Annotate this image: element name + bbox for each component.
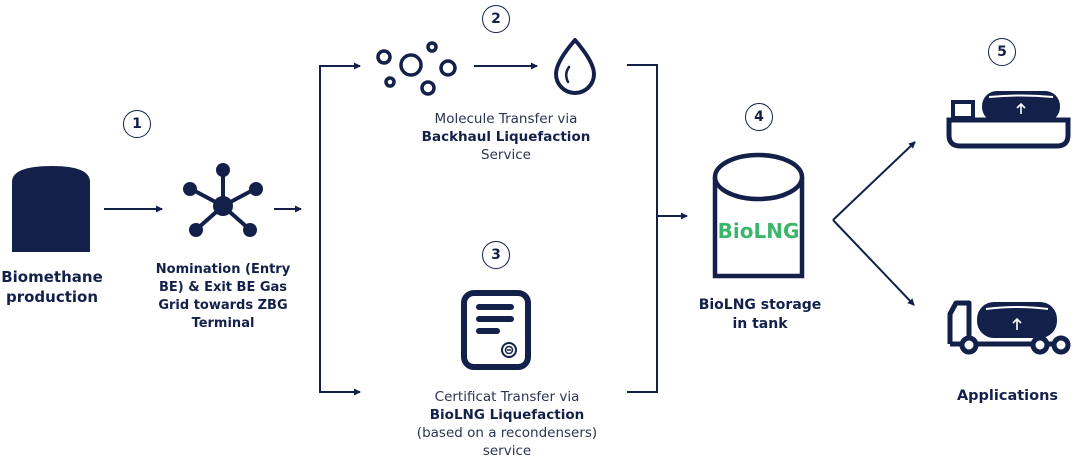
nomination-label-line2: BE) & Exit BE Gas bbox=[158, 280, 288, 295]
biomethane-label: Biomethane production bbox=[0, 267, 104, 307]
network-hub-icon bbox=[183, 163, 263, 237]
tank-icon bbox=[712, 152, 805, 279]
storage-label-line2: in tank bbox=[732, 316, 788, 332]
molecule-transfer-label: Molecule Transfer via Backhaul Liquefact… bbox=[392, 110, 620, 164]
arrow-tank-to-truck bbox=[832, 219, 915, 306]
molecule-label-line1: Molecule Transfer via bbox=[434, 111, 578, 127]
arrow-tank-to-ship bbox=[832, 141, 916, 221]
certificate-icon bbox=[461, 290, 531, 370]
storage-label: BioLNG storage in tank bbox=[690, 296, 830, 334]
merge-bracket-right bbox=[627, 64, 658, 393]
certificate-transfer-label: Certificat Transfer via BioLNG Liquefact… bbox=[382, 388, 632, 460]
truck-icon bbox=[947, 300, 1071, 355]
biomethane-label-line1: Biomethane bbox=[1, 268, 103, 286]
nomination-label-line4: Terminal bbox=[191, 316, 255, 331]
nomination-label-line1: Nomination (Entry bbox=[155, 262, 291, 277]
nomination-label-line3: Grid towards ZBG bbox=[158, 298, 288, 313]
step-badge-4: 4 bbox=[745, 103, 773, 131]
molecule-label-line2: Backhaul Liquefaction bbox=[421, 129, 591, 145]
certificate-label-line3: (based on a recondensers) bbox=[416, 425, 598, 441]
applications-label: Applications bbox=[956, 388, 1059, 404]
ship-icon bbox=[946, 91, 1071, 149]
molecule-label-line3: Service bbox=[481, 147, 531, 163]
certificate-label-line4: service bbox=[482, 443, 532, 459]
certificate-label-line1: Certificat Transfer via bbox=[434, 389, 580, 405]
split-bracket-left bbox=[319, 65, 360, 393]
step-badge-2: 2 bbox=[482, 5, 510, 33]
certificate-label-line2: BioLNG Liquefaction bbox=[429, 407, 585, 423]
tank-biolng-text: BioLNG bbox=[717, 219, 800, 243]
step-badge-3: 3 bbox=[482, 241, 510, 269]
silo-icon bbox=[12, 166, 90, 252]
molecules-icon bbox=[376, 41, 457, 96]
droplet-icon bbox=[554, 38, 596, 95]
nomination-label: Nomination (Entry BE) & Exit BE Gas Grid… bbox=[148, 261, 298, 333]
storage-label-line1: BioLNG storage bbox=[698, 297, 822, 313]
biomethane-label-line2: production bbox=[5, 288, 99, 306]
step-badge-5: 5 bbox=[988, 38, 1016, 66]
step-badge-1: 1 bbox=[123, 110, 151, 138]
